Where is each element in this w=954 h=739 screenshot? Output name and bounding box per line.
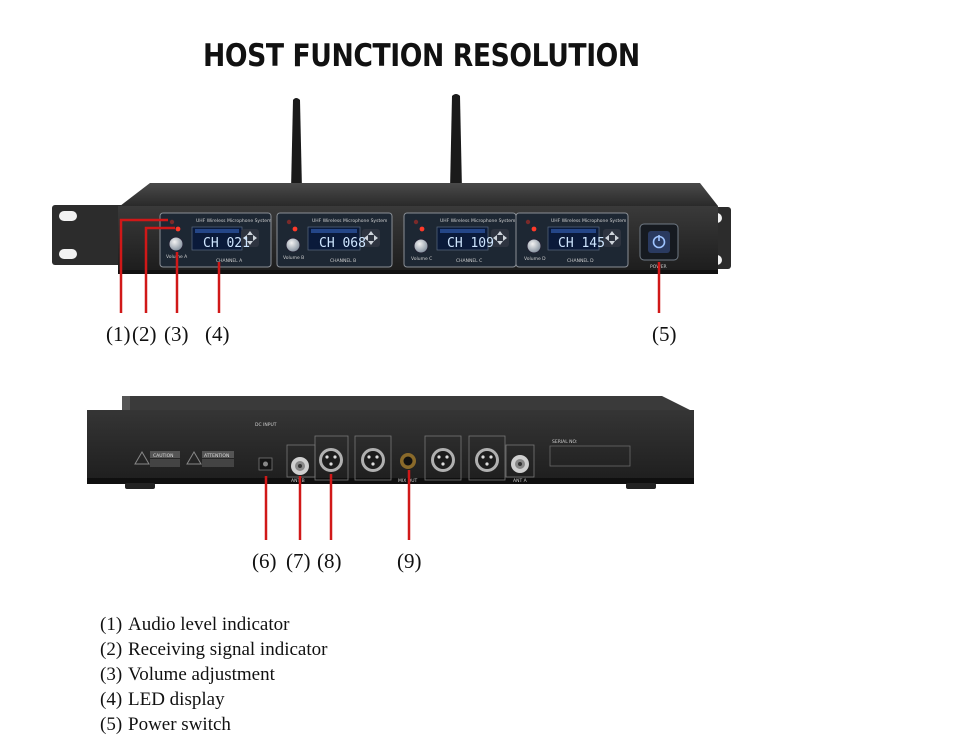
panel-header-a: UHF Wireless Microphone System — [196, 218, 271, 224]
lcd-text-d: CH 145 — [558, 236, 605, 251]
channel-label-d: CHANNEL D — [567, 258, 594, 264]
nav-pad-a — [241, 229, 259, 247]
channel-label-c: CHANNEL C — [456, 258, 482, 264]
panel-header-c: UHF Wireless Microphone System — [440, 218, 515, 224]
callout-6: (6) — [252, 549, 277, 573]
legend-number: (4) — [100, 689, 123, 710]
channel-module-d — [515, 212, 629, 268]
legend-text: LED display — [128, 689, 225, 710]
legend-item: (1)Audio level indicator — [100, 612, 327, 637]
legend-text: Receiving signal indicator — [128, 639, 328, 660]
power-switch — [639, 223, 679, 261]
lcd-text-a: CH 021 — [203, 236, 250, 251]
channel-label-a: CHANNEL A — [216, 258, 243, 264]
lcd-text-b: CH 068 — [319, 236, 366, 251]
caution-label: CAUTION — [153, 453, 174, 459]
callout-5: (5) — [652, 322, 677, 346]
ant-a-connector — [505, 444, 535, 478]
nav-pad-d — [603, 229, 621, 247]
callout-9: (9) — [397, 549, 422, 573]
channel-label-b: CHANNEL B — [330, 258, 356, 264]
rear-callout-lines — [264, 470, 411, 540]
attention-sticker — [186, 451, 234, 467]
legend-number: (5) — [100, 714, 123, 735]
callout-1: (1) — [106, 322, 131, 346]
xlr-output-a — [314, 435, 349, 481]
legend-number: (1) — [100, 614, 123, 635]
volume-label-c: Volume C — [411, 256, 432, 262]
legend-item: (5)Power switch — [100, 712, 327, 737]
xlr-output-d — [468, 435, 506, 481]
nav-pad-b — [362, 229, 380, 247]
callout-2: (2) — [132, 322, 157, 346]
ant-b-label: ANT B — [291, 478, 305, 484]
legend-text: Audio level indicator — [128, 614, 290, 635]
legend-text: Volume adjustment — [128, 664, 275, 685]
volume-label-b: Volume B — [283, 255, 304, 261]
legend: (1)Audio level indicator (2)Receiving si… — [100, 612, 327, 737]
legend-number: (3) — [100, 664, 123, 685]
antenna-right — [450, 94, 462, 190]
ant-a-label: ANT A — [513, 478, 528, 484]
channel-module-b — [276, 212, 393, 268]
legend-item: (3)Volume adjustment — [100, 662, 327, 687]
callout-7: (7) — [286, 549, 311, 573]
rear-chassis-top — [122, 396, 694, 412]
legend-number: (2) — [100, 639, 123, 660]
mix-out-jack — [400, 453, 416, 469]
panel-header-b: UHF Wireless Microphone System — [312, 218, 387, 224]
chassis-top — [120, 183, 718, 206]
panel-header-d: UHF Wireless Microphone System — [551, 218, 626, 224]
callout-4: (4) — [205, 322, 230, 346]
legend-item: (2)Receiving signal indicator — [100, 637, 327, 662]
antenna-left — [291, 98, 302, 190]
signal-indicator-a — [175, 226, 181, 232]
callout-3: (3) — [164, 322, 189, 346]
page-title: HOST FUNCTION RESOLUTION — [203, 38, 640, 74]
caution-sticker — [134, 451, 180, 467]
callout-8: (8) — [317, 549, 342, 573]
rack-ear-left — [52, 205, 132, 265]
volume-knob-a — [168, 236, 184, 252]
dc-input-label: DC INPUT — [255, 422, 277, 428]
legend-item: (4)LED display — [100, 687, 327, 712]
channel-module-a — [159, 212, 272, 268]
lcd-text-c: CH 109 — [447, 236, 494, 251]
xlr-output-b — [354, 435, 392, 481]
dc-input-jack — [258, 457, 273, 471]
serial-box — [549, 445, 631, 467]
xlr-output-c — [424, 435, 462, 481]
ant-b-connector — [286, 444, 316, 478]
audio-level-indicator-a — [169, 219, 175, 225]
nav-pad-c — [491, 229, 509, 247]
attention-label: ATTENTION — [204, 453, 229, 459]
front-callout-lines — [119, 218, 661, 313]
serial-label: SERIAL NO: — [552, 439, 578, 445]
legend-text: Power switch — [128, 714, 231, 735]
volume-label-d: Volume D — [524, 256, 546, 262]
